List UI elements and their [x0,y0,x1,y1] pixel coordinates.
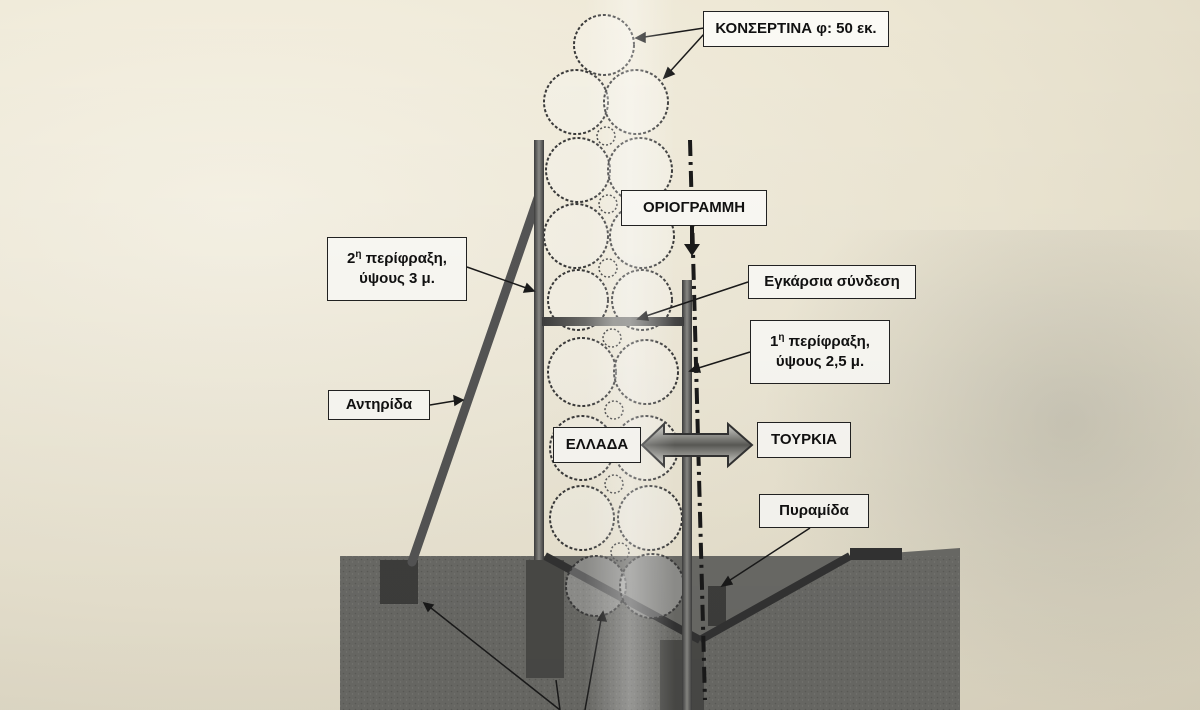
turkey-label: ΤΟΥΡΚΙΑ [757,422,851,458]
second-fence-label: 2η περίφραξη, ύψους 3 μ. [327,237,467,301]
first-fence-label-line1: 1η περίφραξη, [770,332,870,352]
second-fence-ordinal: η [355,249,362,260]
first-fence-label: 1η περίφραξη, ύψους 2,5 μ. [750,320,890,384]
second-fence-word: περίφραξη, [361,250,447,267]
turkey-label-text: ΤΟΥΡΚΙΑ [771,431,837,448]
first-fence-number: 1 [770,333,779,350]
second-fence-label-line2: ύψους 3 μ. [359,270,435,287]
buttress-label-text: Αντηρίδα [345,396,413,413]
second-fence-label-line1: 2η περίφραξη, [347,249,447,269]
pyramid-label: Πυραμίδα [759,494,869,528]
second-fence-post [534,140,544,560]
greece-label-text: ΕΛΛΑΔΑ [565,436,629,453]
first-fence-label-line2: ύψους 2,5 μ. [775,353,865,370]
first-fence-ordinal: η [778,332,785,343]
cross-connection-label: Εγκάρσια σύνδεση [748,265,916,299]
border-line-label-text: ΟΡΙΟΓΡΑΜΜΗ [642,199,746,216]
cross-connection-label-text: Εγκάρσια σύνδεση [764,273,900,290]
buttress-bar [407,193,543,567]
greece-label: ΕΛΛΑΔΑ [553,427,641,463]
concertina-label-text: ΚΟΝΣΕΡΤΙΝΑ φ: 50 εκ. [715,20,877,37]
first-fence-word: περίφραξη, [784,333,870,350]
direction-double-arrow [640,421,754,469]
first-fence-post [682,280,692,710]
coil-links [596,126,630,562]
leader-lines [422,27,811,710]
second-fence-number: 2 [347,250,356,267]
ground [340,548,960,710]
buttress-label: Αντηρίδα [328,390,430,420]
border-arrow [684,226,700,256]
concertina-label: ΚΟΝΣΕΡΤΙΝΑ φ: 50 εκ. [703,11,889,47]
concertina-coils [543,14,685,619]
pyramid-label-text: Πυραμίδα [779,502,849,519]
border-line-label: ΟΡΙΟΓΡΑΜΜΗ [621,190,767,226]
cross-connection-bar [542,317,684,326]
